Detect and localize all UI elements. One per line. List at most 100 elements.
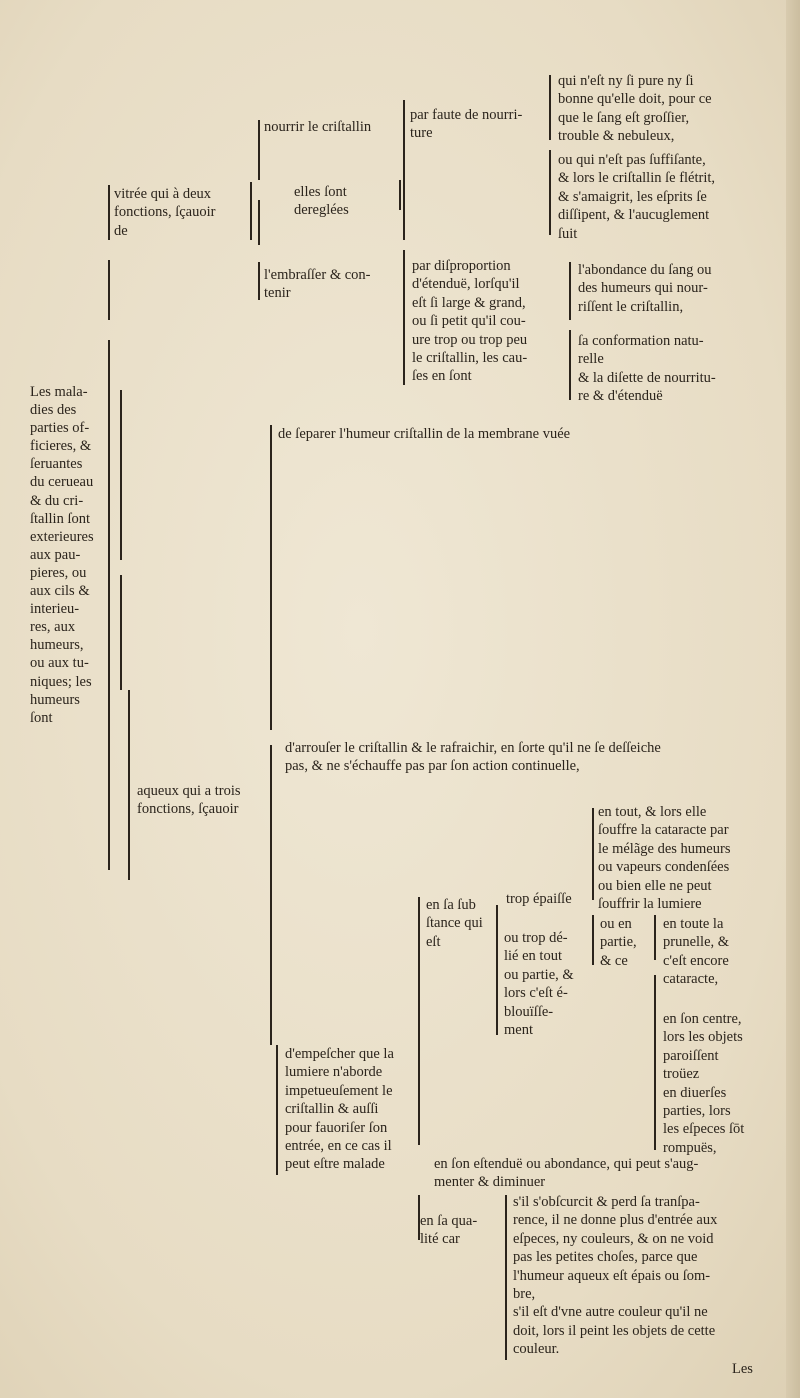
text-line: lié en tout [504, 948, 562, 965]
text-line: impetueuſement le [285, 1082, 393, 1099]
text-line: humeurs, [30, 637, 84, 654]
bracket-line [569, 330, 571, 400]
text-line: c'eſt encore [663, 952, 729, 969]
text-line: l'embraſſer & con- [264, 267, 371, 283]
text-line: eſpeces, ny couleurs, & on ne void [513, 1230, 714, 1247]
text-line: pas, & ne s'échauffe pas par ſon action … [285, 758, 580, 775]
text-line: ou vapeurs condenſées [598, 859, 730, 876]
qualite-branch: en ſa qua-lité car [420, 1212, 477, 1249]
text-line: en ſon centre, [663, 1011, 742, 1027]
text-line: ſouffre la cataracte par [598, 822, 729, 839]
suffisante-note: ou qui n'eſt pas ſuffiſante,& lors le cr… [558, 151, 715, 243]
text-line: pieres, ou [30, 564, 87, 581]
text-line: ſont [30, 709, 53, 726]
text-line: en ſa ſub [426, 897, 476, 913]
bracket-line [418, 1195, 420, 1240]
text-line: lors les objets [663, 1029, 743, 1046]
text-line: ſa conformation natu- [578, 333, 704, 349]
text-line: s'il s'obſcurcit & perd ſa tranſpa- [513, 1194, 700, 1210]
text-line: aux cils & [30, 583, 90, 600]
text-line: ſeruantes [30, 456, 83, 473]
text-line: eſt ſi large & grand, [412, 294, 526, 311]
text-line: riſſent le criſtallin, [578, 298, 684, 315]
text-line: l'abondance du ſang ou [578, 262, 712, 278]
text-line: pour fauoriſer ſon [285, 1119, 388, 1136]
bracket-line [549, 150, 551, 235]
text-line: Les mala- [30, 384, 88, 400]
bracket-line [592, 808, 594, 900]
text-line: d'arrouſer le criſtallin & le rafraichir… [285, 740, 661, 756]
bracket-line [505, 1195, 507, 1360]
text-line: ou aux tu- [30, 655, 89, 672]
text-line: ou bien elle ne peut [598, 877, 712, 894]
text-line: trouble & nebuleux, [558, 128, 675, 145]
text-line: criſtallin & auſſi [285, 1101, 379, 1118]
text-line: vitrée qui à deux [114, 186, 212, 202]
text-line: paroiſſent [663, 1047, 719, 1064]
bracket-line [403, 250, 405, 385]
text-line: menter & diminuer [434, 1174, 546, 1191]
text-line: bonne qu'elle doit, pour ce [558, 91, 712, 108]
text-line: ou ſi petit qu'il cou- [412, 313, 526, 330]
estendue-branch: en ſon eſtenduë ou abondance, qui peut s… [434, 1155, 698, 1192]
bracket-line [270, 425, 272, 730]
bracket-line [250, 182, 252, 240]
bracket-line [258, 200, 260, 245]
text-line: ou trop dé- [504, 930, 568, 946]
nourrir-branch: nourrir le criſtallin [264, 118, 371, 136]
text-line: l'humeur aqueux eſt épais ou ſom- [513, 1267, 711, 1284]
text-line: bre, [513, 1286, 536, 1303]
text-line: aqueux qui a trois [137, 783, 241, 799]
text-line: ſouffrir la lumiere [598, 896, 702, 913]
bracket-line [108, 340, 110, 870]
text-line: le criſtallin, les cau- [412, 350, 528, 367]
bracket-line [108, 185, 110, 240]
catchword: Les [732, 1360, 753, 1378]
text-line: relle [578, 351, 604, 368]
text-line: pas les petites choſes, parce que [513, 1249, 698, 1266]
text-line: aux pau- [30, 546, 81, 563]
text-line: peut eſtre malade [285, 1156, 385, 1173]
text-line: parties of- [30, 420, 90, 437]
text-line: d'empeſcher que la [285, 1046, 394, 1062]
bracket-line [108, 260, 110, 320]
aqueux-branch: aqueux qui a trois fonctions, ſçauoir [137, 782, 241, 819]
text-line: en toute la [663, 916, 724, 932]
text-line: res, aux [30, 619, 76, 636]
text-line: lumiere n'aborde [285, 1064, 383, 1081]
separer-branch: de ſeparer l'humeur criſtallin de la mem… [278, 425, 570, 443]
text-line: ture [410, 125, 433, 142]
bracket-line [418, 897, 420, 1145]
arrouser-branch: d'arrouſer le criſtallin & le rafraichir… [285, 739, 661, 776]
text-line: du cerueau [30, 474, 94, 491]
text-line: parties, lors [663, 1103, 731, 1120]
bracket-line [496, 905, 498, 1035]
prunelle-note: en toute la prunelle, &c'eſt encore catara… [663, 915, 729, 989]
text-line: interieu- [30, 601, 80, 618]
text-line: troüez [663, 1066, 700, 1083]
bracket-line [569, 262, 571, 320]
bracket-line [654, 915, 656, 960]
text-line: par diſproportion [412, 258, 511, 274]
text-line: fonctions, ſçauoir [137, 801, 239, 818]
text-line: ſuit [558, 225, 578, 242]
text-line: trop épaiſſe [506, 891, 572, 907]
text-line: niques; les [30, 673, 92, 690]
text-line: lité car [420, 1231, 460, 1248]
text-line: elles ſont [294, 184, 347, 200]
text-line: ure trop ou trop peu [412, 331, 528, 348]
text-line: s'il eſt d'vne autre couleur qu'il ne [513, 1304, 708, 1321]
text-line: exterieures [30, 528, 94, 545]
bracket-line [403, 100, 405, 240]
text-line: re & d'étenduë [578, 388, 663, 405]
text-line: cataracte, [663, 971, 719, 988]
text-line: lors c'eſt é- [504, 985, 568, 1002]
text-line: blouïſſe- [504, 1003, 554, 1020]
text-line: humeurs [30, 691, 80, 708]
text-line: prunelle, & [663, 934, 730, 951]
text-line: des humeurs qui nour- [578, 280, 708, 297]
